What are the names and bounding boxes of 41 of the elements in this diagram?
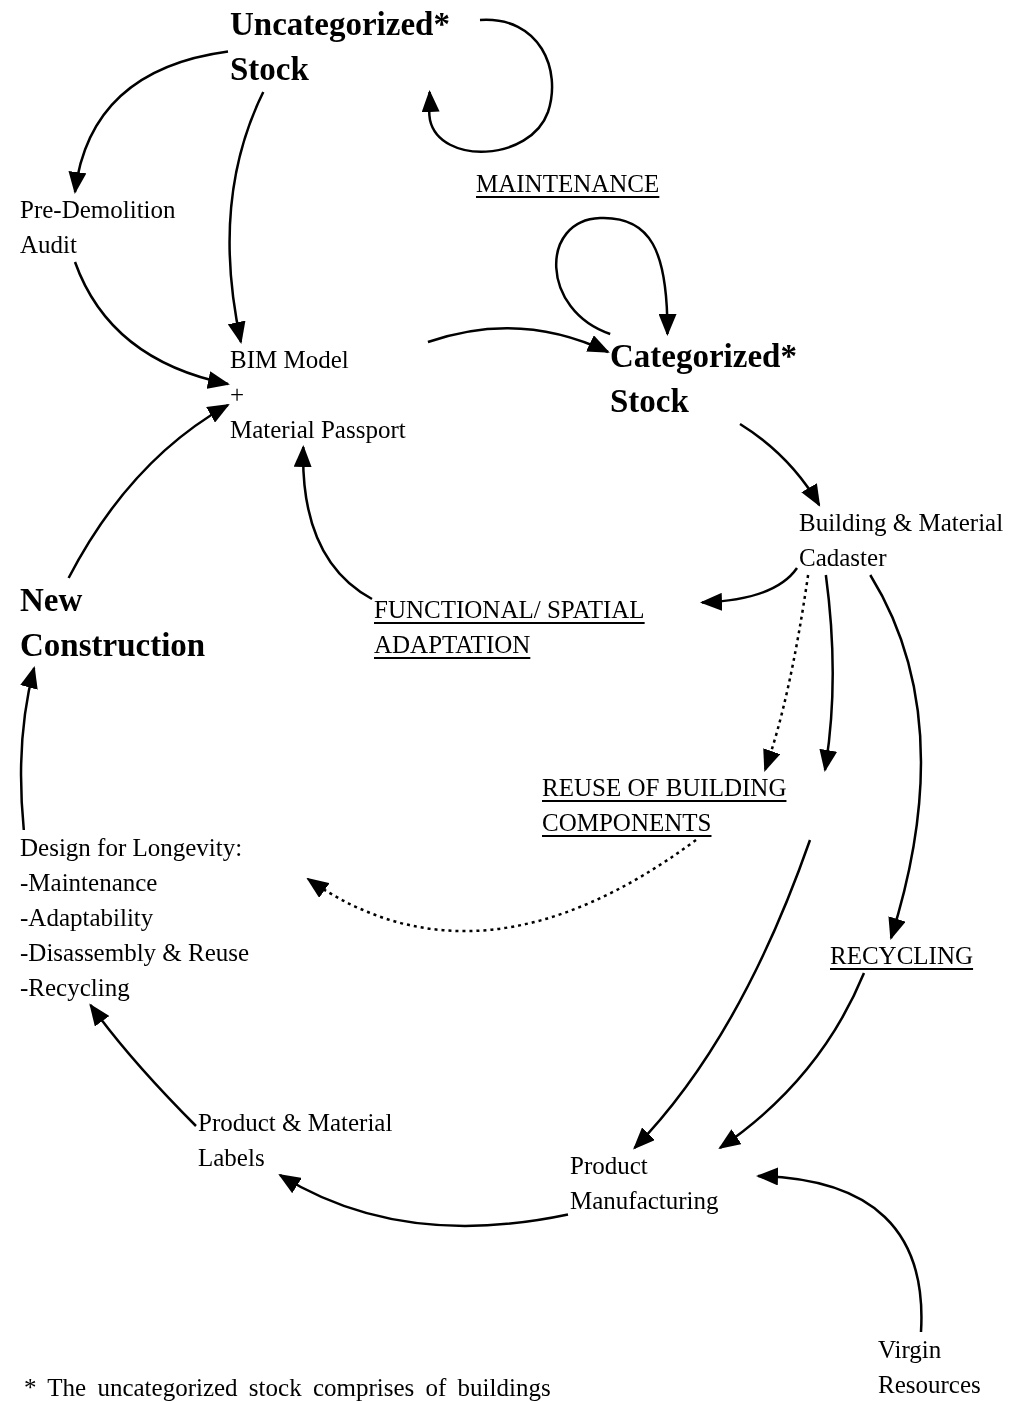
dotted-arrow bbox=[306, 838, 697, 933]
step-label: -Adaptability bbox=[20, 904, 154, 931]
curved-arrow bbox=[73, 261, 230, 389]
curved-arrow bbox=[819, 574, 837, 772]
footnote: * The uncategorized stock comprises of buildings bbox=[24, 1373, 551, 1402]
curved-arrow bbox=[756, 1168, 923, 1332]
curved-arrow bbox=[718, 972, 866, 1150]
curved-arrow bbox=[555, 216, 677, 336]
step-label: Product Manufacturing bbox=[570, 1152, 719, 1214]
dotted-arrow bbox=[762, 574, 810, 772]
activity-label: RECYCLING bbox=[830, 942, 974, 969]
curved-arrow bbox=[67, 403, 230, 579]
step-label: + bbox=[230, 381, 245, 408]
step-label: -Recycling bbox=[20, 974, 130, 1001]
curved-arrow bbox=[89, 1003, 197, 1127]
curved-arrow bbox=[228, 91, 265, 344]
step-label: Material Passport bbox=[230, 416, 406, 443]
step-label: Building & Material Cadaster bbox=[799, 509, 1004, 571]
curved-arrow bbox=[294, 445, 373, 601]
curved-arrow bbox=[739, 422, 821, 507]
step-label: -Disassembly & Reuse bbox=[20, 939, 250, 966]
stock-label: New Construction bbox=[20, 582, 206, 663]
activity-label: MAINTENANCE bbox=[476, 170, 660, 197]
curved-arrow bbox=[427, 326, 610, 354]
curved-arrow bbox=[869, 574, 923, 940]
activity-label: REUSE OF BUILDING COMPONENTS bbox=[542, 774, 787, 836]
step-label: Pre-Demolition Audit bbox=[20, 196, 176, 258]
curved-arrow bbox=[278, 1173, 569, 1228]
curved-arrow bbox=[700, 567, 798, 611]
curved-arrow bbox=[19, 666, 39, 831]
step-label: Design for Longevity: bbox=[20, 834, 243, 861]
activity-label: FUNCTIONAL/ SPATIAL ADAPTATION bbox=[374, 596, 645, 658]
curved-arrow bbox=[633, 839, 812, 1150]
stock-label: Uncategorized* Stock bbox=[230, 6, 450, 87]
step-label: Virgin Resources bbox=[878, 1336, 981, 1398]
step-label: Product & Material Labels bbox=[198, 1109, 393, 1171]
step-label: BIM Model bbox=[230, 346, 349, 373]
stock-label: Categorized* Stock bbox=[610, 338, 797, 419]
step-label: -Maintenance bbox=[20, 869, 158, 896]
curved-arrow bbox=[69, 50, 229, 194]
curved-arrow bbox=[421, 18, 554, 153]
